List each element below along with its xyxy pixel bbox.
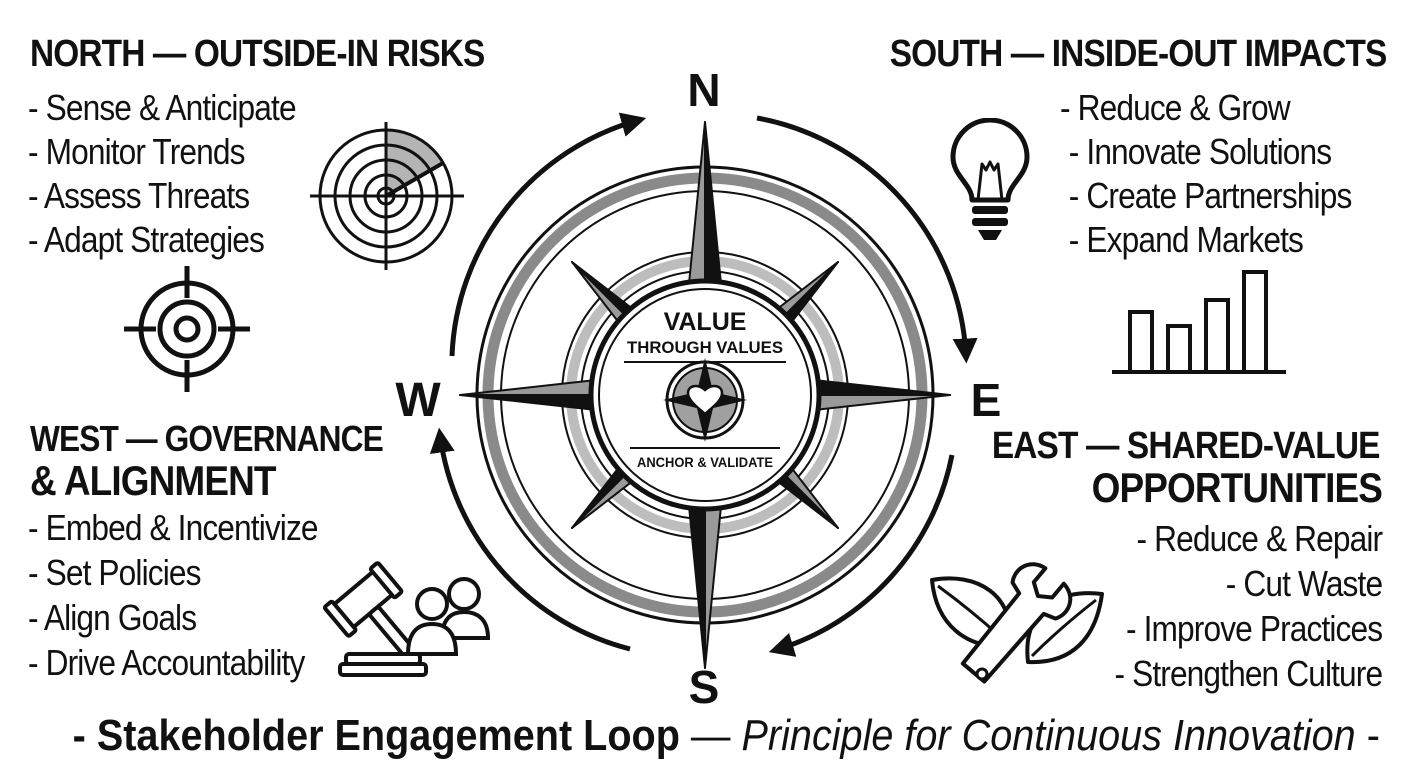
north-heading: NORTH — OUTSIDE-IN RISKS [30, 33, 485, 75]
footer-caption: - Stakeholder Engagement Loop — Principl… [0, 708, 1408, 764]
west-item-accountability: Drive Accountability [28, 640, 318, 685]
south-item-markets: Expand Markets [1060, 218, 1351, 262]
compass-label-e: E [971, 374, 1000, 426]
leaf-wrench-icon [930, 562, 1104, 684]
compass-label-w: W [395, 374, 441, 427]
compass-diagram: VALUE THROUGH VALUES ANCHOR & VALIDATE N… [395, 64, 1000, 713]
east-list: Reduce & Repair Cut Waste Improve Practi… [1114, 516, 1383, 696]
lightbulb-icon [950, 118, 1030, 240]
bar-chart-icon [1112, 270, 1286, 374]
target-icon [124, 266, 250, 392]
south-item-reduce-grow: Reduce & Grow [1060, 86, 1351, 130]
footer-separator: — [679, 711, 742, 760]
people-icon [405, 577, 491, 656]
west-item-policies: Set Policies [28, 550, 318, 595]
compass-label-s: S [689, 661, 720, 713]
center-subtitle: THROUGH VALUES [627, 338, 783, 357]
center-medallion: VALUE THROUGH VALUES ANCHOR & VALIDATE [588, 278, 822, 512]
west-list: Embed & Incentivize Set Policies Align G… [28, 505, 319, 685]
footer-lead-dash: - [72, 711, 97, 760]
arrow-south-to-west [429, 427, 631, 652]
south-item-partnerships: Create Partnerships [1060, 174, 1352, 218]
west-item-embed: Embed & Incentivize [28, 505, 319, 550]
arrow-north-to-east [756, 115, 978, 364]
center-title: VALUE [664, 308, 747, 336]
north-item-assess: Assess Threats [28, 174, 296, 218]
arrow-east-to-south [768, 454, 955, 657]
east-heading-line2: OPPORTUNITIES [1091, 464, 1383, 511]
gavel-icon [322, 561, 428, 677]
north-list: Sense & Anticipate Monitor Trends Assess… [28, 86, 297, 262]
west-item-goals: Align Goals [28, 595, 318, 640]
north-item-monitor: Monitor Trends [28, 130, 296, 174]
west-heading-line1: WEST — GOVERNANCE [30, 418, 384, 459]
heart-icon [686, 384, 724, 416]
east-item-culture: Strengthen Culture [1114, 651, 1383, 696]
radar-icon [310, 122, 464, 270]
arrow-west-to-north [449, 112, 647, 357]
cycle-arrows [429, 112, 978, 657]
south-item-innovate: Innovate Solutions [1060, 130, 1351, 174]
south-heading: SOUTH — INSIDE-OUT IMPACTS [889, 33, 1387, 75]
west-heading-line2: & ALIGNMENT [30, 457, 276, 504]
compass-label-n: N [687, 64, 720, 116]
east-item-waste: Cut Waste [1114, 561, 1383, 606]
east-item-reduce-repair: Reduce & Repair [1114, 516, 1383, 561]
footer-trail-dash: - [1355, 711, 1380, 760]
mini-compass-icon [663, 358, 747, 442]
north-item-sense: Sense & Anticipate [28, 86, 297, 130]
center-footer: ANCHOR & VALIDATE [637, 454, 773, 470]
footer-subtitle: Principle for Continuous Innovation [741, 711, 1356, 760]
south-list: Reduce & Grow Innovate Solutions Create … [1060, 86, 1353, 262]
east-item-practices: Improve Practices [1114, 606, 1382, 651]
east-heading-line1: EAST — SHARED-VALUE [992, 425, 1381, 467]
north-item-adapt: Adapt Strategies [28, 218, 296, 262]
footer-title: Stakeholder Engagement Loop [96, 711, 680, 760]
